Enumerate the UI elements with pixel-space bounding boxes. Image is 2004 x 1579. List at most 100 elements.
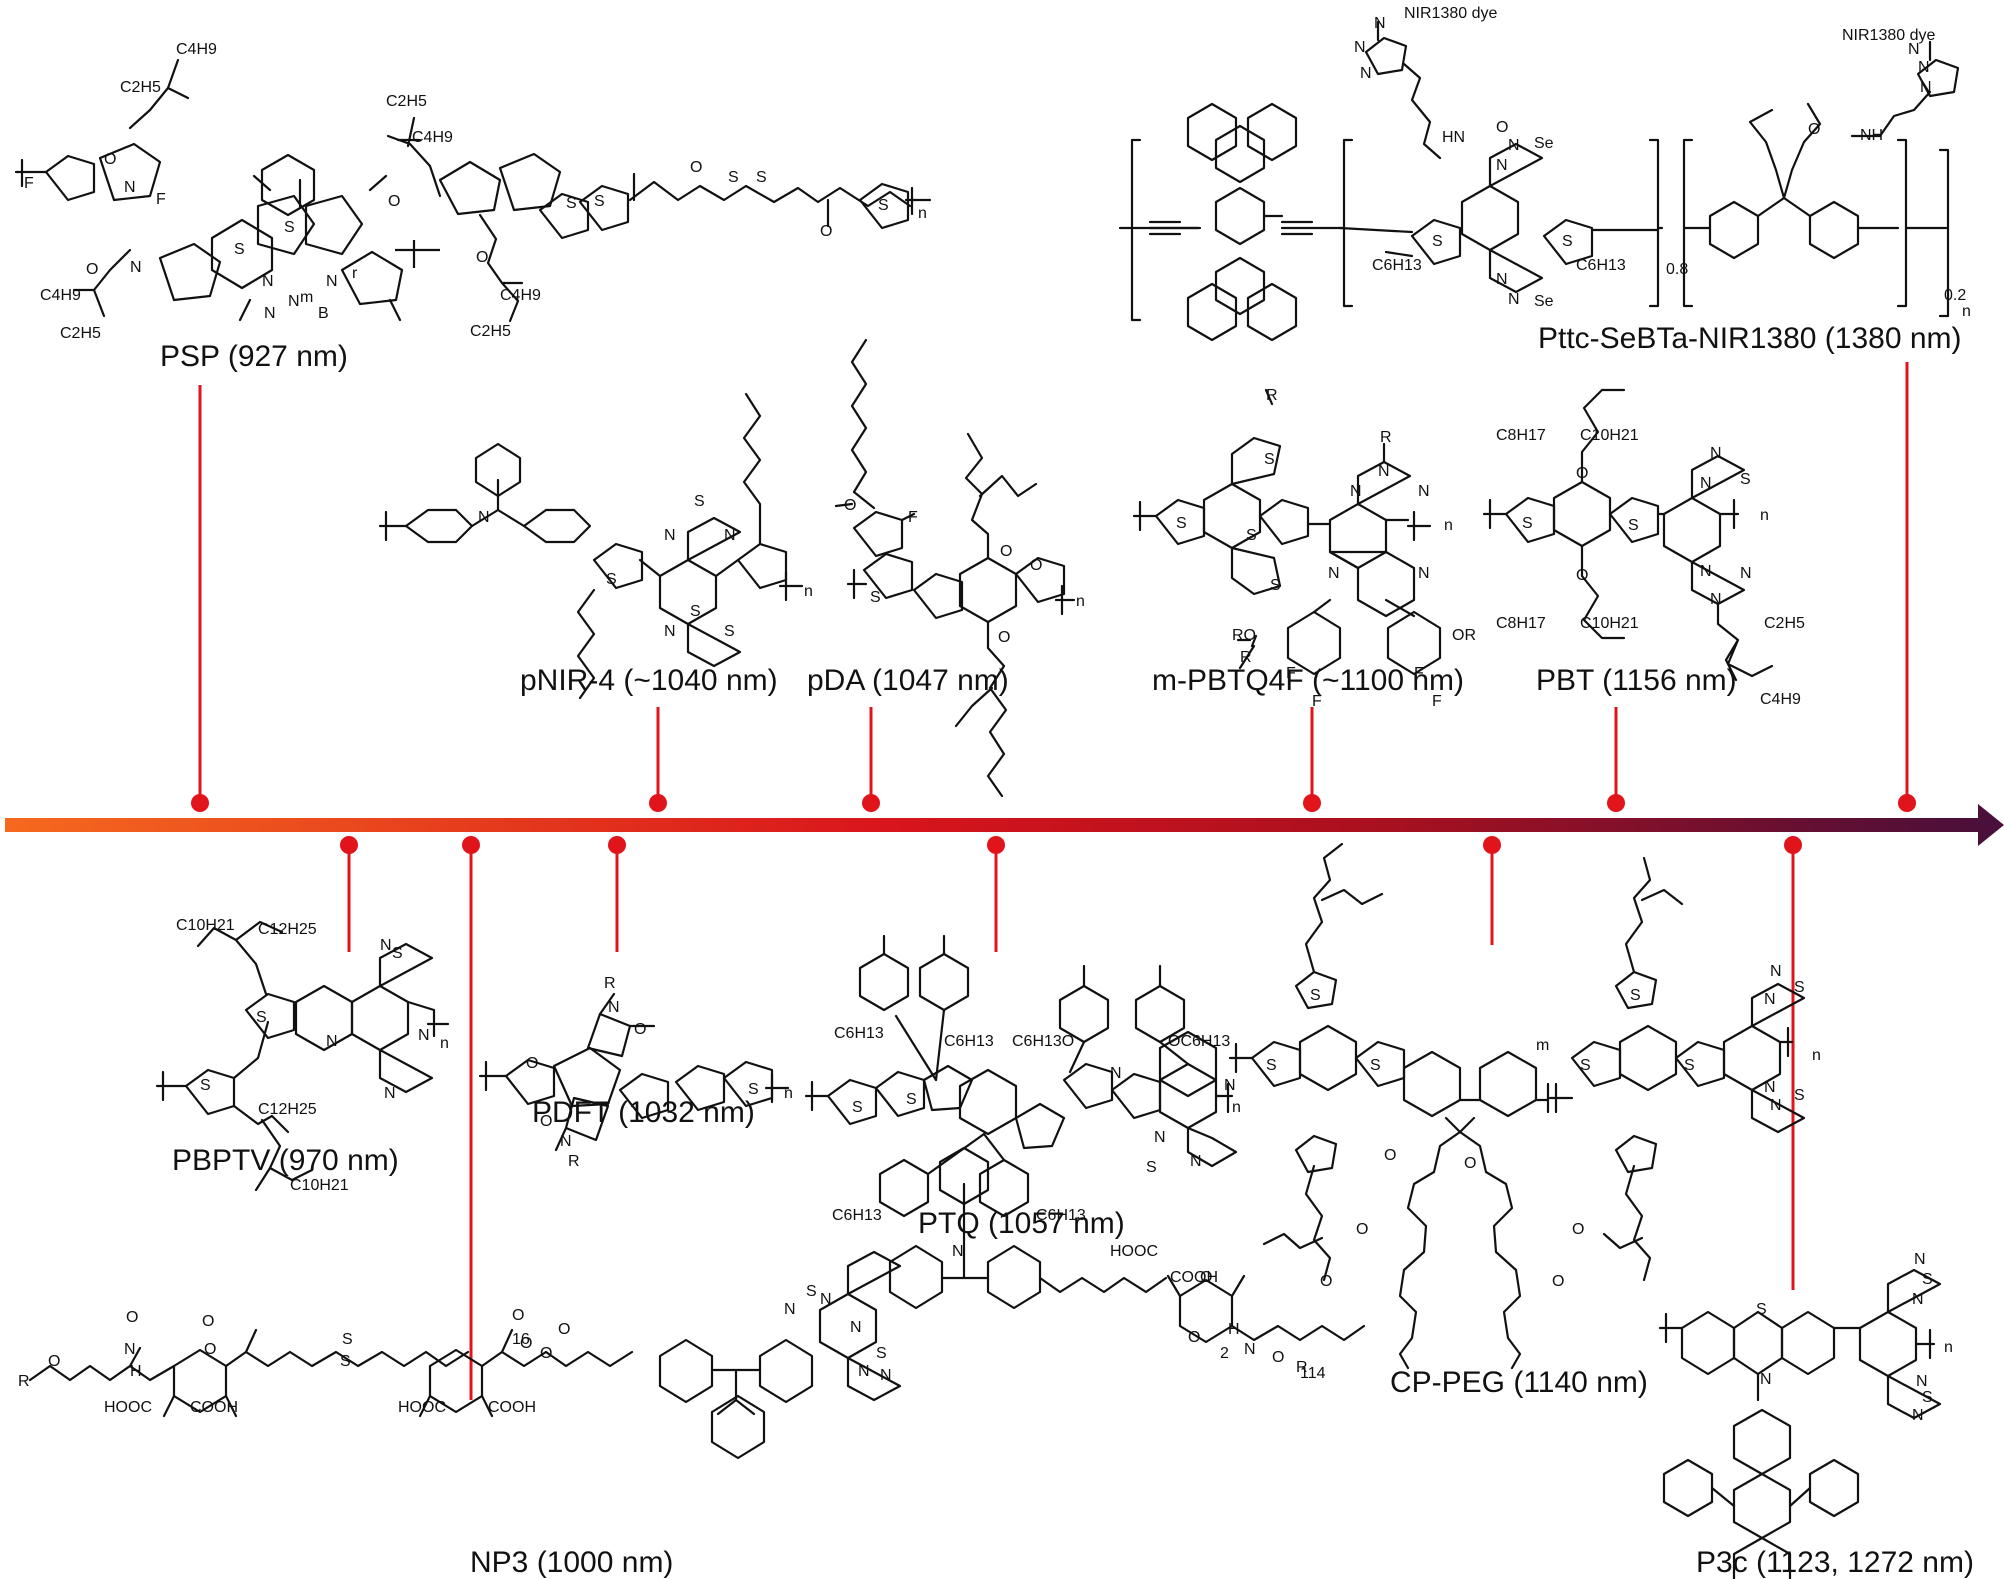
structure-pbt-atom-label: N [1700, 563, 1712, 580]
structure-mpbtq4f [1132, 388, 1442, 676]
structure-np3-atom-label: S [876, 1345, 887, 1362]
label-pda: pDA (1047 nm) [807, 664, 1009, 697]
structure-psp-atom-label: N [288, 293, 300, 310]
marker-p3c [1784, 836, 1802, 1290]
structure-mpbtq4f-atom-label: F [1432, 693, 1442, 710]
structure-np3-atom-label: R [18, 1373, 30, 1390]
structure-np3-atom-label: O [202, 1313, 214, 1330]
structure-np3-atom-label: 16 [512, 1331, 530, 1348]
structure-pda-atom-label: F [908, 509, 918, 526]
structure-pttc-atom-label: O [1808, 121, 1820, 138]
structure-ptq-atom-label: C6H13 [834, 1025, 884, 1042]
marker-psp [191, 385, 209, 812]
structure-pbt-atom-label: N [1710, 445, 1722, 462]
marker-pbptv [340, 836, 358, 952]
structure-mpbtq4f-atom-label: R [1380, 429, 1392, 446]
structure-np3-atom-label: S [806, 1283, 817, 1300]
structure-psp-atom-label: O [388, 193, 400, 210]
structure-pttc-atom-label: C6H13 [1372, 257, 1422, 274]
structure-pttc-atom-label: NH [1860, 127, 1883, 144]
structure-psp-atom-label: N [264, 305, 276, 322]
label-np3: NP3 (1000 nm) [470, 1546, 673, 1579]
structure-pttc-atom-label: NIR1380 dye [1842, 27, 1935, 44]
structure-pbt-atom-label: S [1740, 471, 1751, 488]
structure-ptq-atom-label: C6H13 [1036, 1207, 1086, 1224]
structure-pnir4-atom-label: S [606, 571, 617, 588]
structure-pbptv-atom-label: C12H25 [258, 921, 317, 938]
structure-pda-atom-label: S [870, 589, 881, 606]
structure-pttc-atom-label: S [1562, 233, 1573, 250]
structure-mpbtq4f-atom-label: N [1350, 483, 1362, 500]
structure-pdft-atom-label: R [568, 1153, 580, 1170]
marker-pnir4 [649, 707, 667, 812]
structure-np3-atom-label: O [1188, 1329, 1200, 1346]
structure-cppeg-atom-label: O [1320, 1273, 1332, 1290]
structure-np3-atom-label: O [204, 1341, 216, 1358]
structure-p3c-atom-label: N [1914, 1251, 1926, 1268]
structure-pdft-atom-label: O [526, 1055, 538, 1072]
structure-psp-atom-label: S [878, 197, 889, 214]
structure-np3-atom-label: 2 [1220, 1345, 1229, 1362]
structure-pnir4-atom-label: S [694, 493, 705, 510]
timeline-bar [5, 818, 1980, 832]
structure-np3-atom-label: O [48, 1353, 60, 1370]
structure-pttc-atom-label: HN [1442, 129, 1465, 146]
structure-np3-atom-label: COOH [190, 1399, 238, 1416]
structure-pttc-atom-label: Se [1534, 293, 1554, 310]
structure-pda [834, 338, 1076, 798]
label-mpbtq4f: m-PBTQ4F (~1100 nm) [1152, 664, 1464, 697]
structure-np3-atom-label: N [124, 1341, 136, 1358]
structure-pttc-atom-label: N [1374, 15, 1386, 32]
structure-pbptv-atom-label: C10H21 [176, 917, 235, 934]
structure-mpbtq4f-atom-label: R [1266, 387, 1278, 404]
structure-p3c-atom-label: N [1912, 1407, 1924, 1424]
structure-cppeg-atom-label: S [1310, 987, 1321, 1004]
structure-psp [14, 58, 932, 323]
structure-pbt-atom-label: S [1628, 517, 1639, 534]
structure-np3-atom-label: S [342, 1331, 353, 1348]
structure-ptq-atom-label: N [1190, 1153, 1202, 1170]
structure-psp-atom-label: N [326, 273, 338, 290]
structure-psp-atom-label: S [728, 169, 739, 186]
structure-np3-atom-label: O [558, 1321, 570, 1338]
structure-np3-atom-label: R [1296, 1359, 1308, 1376]
structure-psp-atom-label: n [918, 205, 927, 222]
structure-np3-atom-label: H [130, 1363, 142, 1380]
structure-pdft-atom-label: N [608, 999, 620, 1016]
structure-psp-atom-label: C4H9 [40, 287, 81, 304]
structure-np3-atom-label: HOOC [398, 1399, 446, 1416]
structure-np3-atom-label: O [1200, 1269, 1212, 1286]
structure-pbt-atom-label: S [1522, 515, 1533, 532]
structure-ptq-atom-label: n [1232, 1099, 1241, 1116]
structure-pdft-atom-label: O [540, 1113, 552, 1130]
structure-psp-atom-label: S [756, 169, 767, 186]
structure-mpbtq4f-atom-label: S [1270, 577, 1281, 594]
structure-pttc-atom-label: 0.2 [1944, 287, 1966, 304]
structure-psp-atom-label: C4H9 [500, 287, 541, 304]
structure-pbptv-atom-label: C10H21 [290, 1177, 349, 1194]
structure-pttc-atom-label: N [1908, 41, 1920, 58]
structure-psp-atom-label: O [820, 223, 832, 240]
structure-pnir4-atom-label: N [664, 527, 676, 544]
structure-pbt-atom-label: C10H21 [1580, 427, 1639, 444]
structure-pttc-atom-label: 0.8 [1666, 261, 1688, 278]
structure-text: C2H5C4H9C4H9C2H5C2H5C4H9C4H9C2H5OOOOOONN… [18, 5, 1971, 1424]
label-pbt: PBT (1156 nm) [1536, 664, 1737, 697]
label-pnir4: pNIR-4 (~1040 nm) [520, 664, 778, 697]
structure-np3-atom-label: O [126, 1309, 138, 1326]
structure-pbt-atom-label: C2H5 [1764, 615, 1805, 632]
structure-psp-atom-label: F [156, 191, 166, 208]
timeline [5, 804, 2004, 846]
structure-psp-atom-label: m [300, 289, 313, 306]
structure-pttc-atom-label: S [1432, 233, 1443, 250]
structure-pttc-atom-label: NIR1380 dye [1404, 5, 1497, 22]
structure-p3c-atom-label: S [1756, 1301, 1767, 1318]
structure-psp-atom-label: C4H9 [176, 41, 217, 58]
structure-p3c-atom-label: N [1912, 1291, 1924, 1308]
structure-ptq-atom-label: C6H13 [944, 1033, 994, 1050]
structure-p3c-atom-label: N [1916, 1373, 1928, 1390]
structure-psp-atom-label: N [124, 179, 136, 196]
structure-cppeg-atom-label: S [1794, 1087, 1805, 1104]
structure-np3-atom-label: HOOC [1110, 1243, 1158, 1260]
